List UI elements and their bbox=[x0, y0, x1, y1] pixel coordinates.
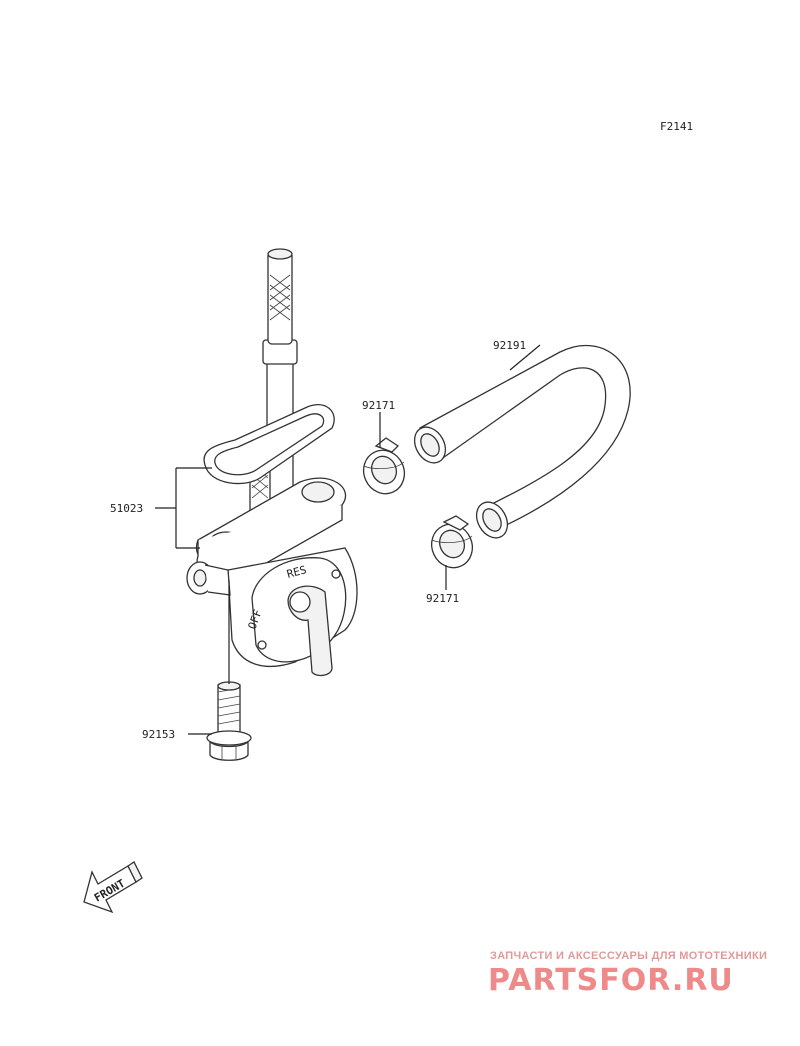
leader-lines bbox=[155, 344, 541, 735]
front-arrow: FRONT bbox=[83, 861, 143, 914]
valve-mark-off: OFF bbox=[246, 608, 265, 631]
watermark-tagline: ЗАПЧАСТИ И АКСЕССУАРЫ ДЛЯ МОТОТЕХНИКИ bbox=[490, 950, 768, 962]
part-label-92171-lower: 92171 bbox=[426, 592, 459, 605]
hose-clamp-lower bbox=[430, 515, 474, 569]
watermark-brand: PARTSFOR.RU bbox=[488, 963, 734, 998]
valve-mark-res: RES bbox=[285, 563, 308, 581]
figure-code: F2141 bbox=[660, 120, 693, 133]
fuel-hose bbox=[413, 344, 631, 539]
part-label-51023: 51023 bbox=[110, 502, 143, 515]
part-label-92191: 92191 bbox=[493, 339, 526, 352]
fuel-tap-assembly: RES OFF bbox=[186, 248, 358, 677]
hose-clamp-upper bbox=[362, 437, 406, 495]
part-label-92153: 92153 bbox=[142, 728, 175, 741]
part-label-92171-upper: 92171 bbox=[362, 399, 395, 412]
flange-bolt bbox=[206, 681, 252, 761]
